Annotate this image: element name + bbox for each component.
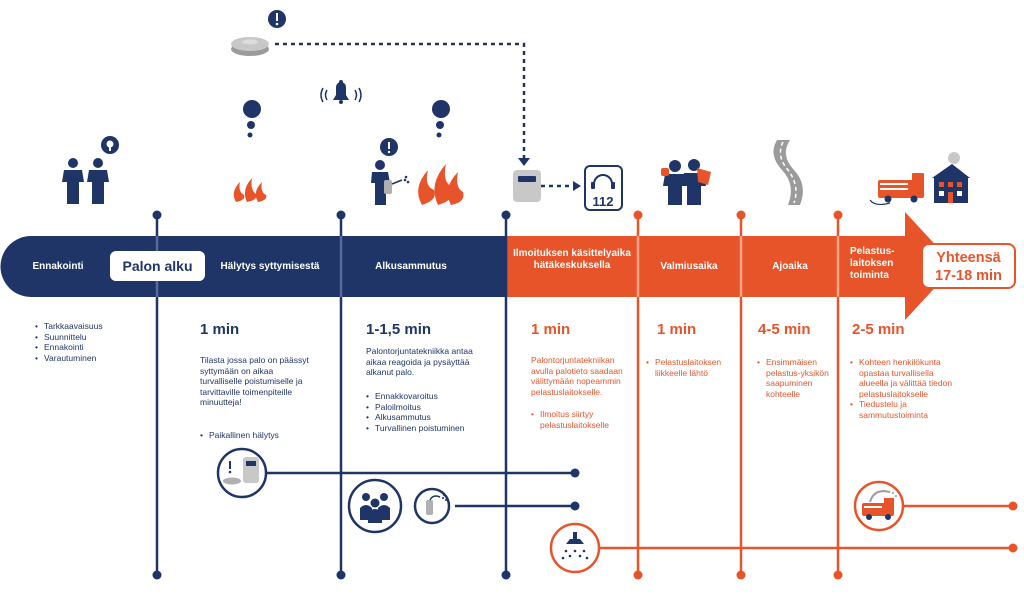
stage-label-ajoaika: Ajoaika — [772, 261, 808, 272]
ajoaika-list: Ensimmäisen pelastus-yksikön saapuminen … — [757, 357, 829, 399]
list-item: Alkusammutus — [366, 412, 478, 423]
connector-lines — [266, 468, 1018, 553]
total-time-box: Yhteensä 17-18 min — [921, 243, 1016, 289]
fire-truck-icon — [869, 173, 924, 206]
list-item: Tiedustelu ja sammutustoiminta — [850, 399, 962, 420]
list-item: Turvallinen poistuminen — [366, 423, 478, 434]
signal-arrowhead — [518, 158, 530, 166]
sprinkler-icon — [549, 522, 601, 574]
signal-path — [275, 42, 526, 158]
thought-bubble-icon — [243, 100, 261, 138]
warning-icon — [268, 10, 286, 28]
list-item: Ennakkovaroitus — [366, 391, 478, 402]
flame-icon — [233, 178, 267, 202]
stage-label-valmius: Valmiusaika — [660, 261, 718, 272]
valmius-details: Pelastuslaitoksen liikkeelle lähtö — [646, 357, 736, 378]
stage-label-halytys: Hälytys syttymisestä — [220, 261, 320, 272]
list-item: Kohteen henkilökunta opastaa turvallisel… — [850, 357, 962, 399]
stage-label-ennakointi: Ennakointi — [32, 261, 84, 272]
stage-label-pelastus: Pelastus-laitoksen toiminta — [850, 246, 895, 281]
list-item: Ensimmäisen pelastus-yksikön saapuminen … — [757, 357, 829, 399]
list-item: Tarkkaavaisuus — [35, 321, 145, 332]
ilmoitus-text: Palontorjuntatekniikan avulla palotieto … — [531, 355, 623, 397]
alkusammutus-details: EnnakkovaroitusPaloilmoitusAlkusammutusT… — [366, 391, 478, 433]
total-value: 17-18 min — [935, 268, 1002, 284]
emergency-number: 112 — [593, 194, 614, 209]
list-item: Paloilmoitus — [366, 402, 478, 413]
alarm-panel-icon — [216, 447, 268, 499]
alkusammutus-duration: 1-1,5 min — [366, 321, 432, 338]
ennakointi-list: TarkkaavaisuusSuunnitteluEnnakointiVarau… — [35, 321, 145, 363]
valmius-list: Pelastuslaitoksen liikkeelle lähtö — [646, 357, 736, 378]
road-icon — [773, 140, 803, 205]
halytys-duration: 1 min — [200, 321, 240, 338]
ilmoitus-list: Ilmoitus siirtyy pelastuslaitokselle — [531, 409, 635, 430]
group-icon — [347, 478, 403, 534]
ilmoitus-details: Ilmoitus siirtyy pelastuslaitokselle — [531, 409, 635, 430]
list-item: Pelastuslaitoksen liikkeelle lähtö — [646, 357, 736, 378]
alarm-panel-icon — [513, 170, 541, 202]
ajoaika-details: Ensimmäisen pelastus-yksikön saapuminen … — [757, 357, 829, 399]
flame-icon — [418, 164, 464, 205]
stage-dividers — [152, 210, 843, 580]
total-label: Yhteensä — [936, 250, 1001, 266]
fire-truck-icon — [853, 480, 905, 532]
stage-label-ilmoitus: Ilmoituksen käsittelyaika hätäkeskuksell… — [513, 248, 631, 271]
building-icon — [932, 152, 970, 203]
list-item: Varautuminen — [35, 353, 145, 364]
ajoaika-duration: 4-5 min — [758, 321, 811, 338]
ilmoitus-duration: 1 min — [531, 321, 571, 338]
halytys-list: Paikallinen hälytys — [200, 430, 320, 441]
pelastus-details: Kohteen henkilökunta opastaa turvallisel… — [850, 357, 962, 420]
fire-extinguisher-icon — [413, 487, 451, 525]
list-item: Ilmoitus siirtyy pelastuslaitokselle — [531, 409, 635, 430]
thought-bubble-icon — [432, 100, 450, 138]
firefighters-icon — [661, 159, 711, 205]
signal-arrowhead-112 — [573, 181, 581, 191]
ennakointi-details: TarkkaavaisuusSuunnitteluEnnakointiVarau… — [35, 321, 145, 363]
stage-label-palon-alku: Palon alku — [110, 251, 205, 281]
stage-label-alkusammutus: Alkusammutus — [375, 261, 447, 272]
headset-112-icon: 112 — [584, 165, 623, 211]
fire-extinguisher-icon — [371, 138, 410, 205]
pelastus-duration: 2-5 min — [852, 321, 905, 338]
smoke-detector-icon — [231, 37, 269, 56]
halytys-details: Paikallinen hälytys — [200, 430, 320, 441]
people-icon — [62, 136, 119, 204]
alarm-bell-icon — [320, 80, 362, 104]
halytys-text: Tilasta jossa palo on päässyt syttymään … — [200, 355, 309, 407]
pelastus-list: Kohteen henkilökunta opastaa turvallisel… — [850, 357, 962, 420]
list-item: Ennakointi — [35, 342, 145, 353]
list-item: Paikallinen hälytys — [200, 430, 320, 441]
list-item: Suunnittelu — [35, 332, 145, 343]
alkusammutus-list: EnnakkovaroitusPaloilmoitusAlkusammutusT… — [366, 391, 478, 433]
alkusammutus-text: Palontorjuntatekniikka antaa aikaa reago… — [366, 346, 473, 377]
valmius-duration: 1 min — [657, 321, 697, 338]
